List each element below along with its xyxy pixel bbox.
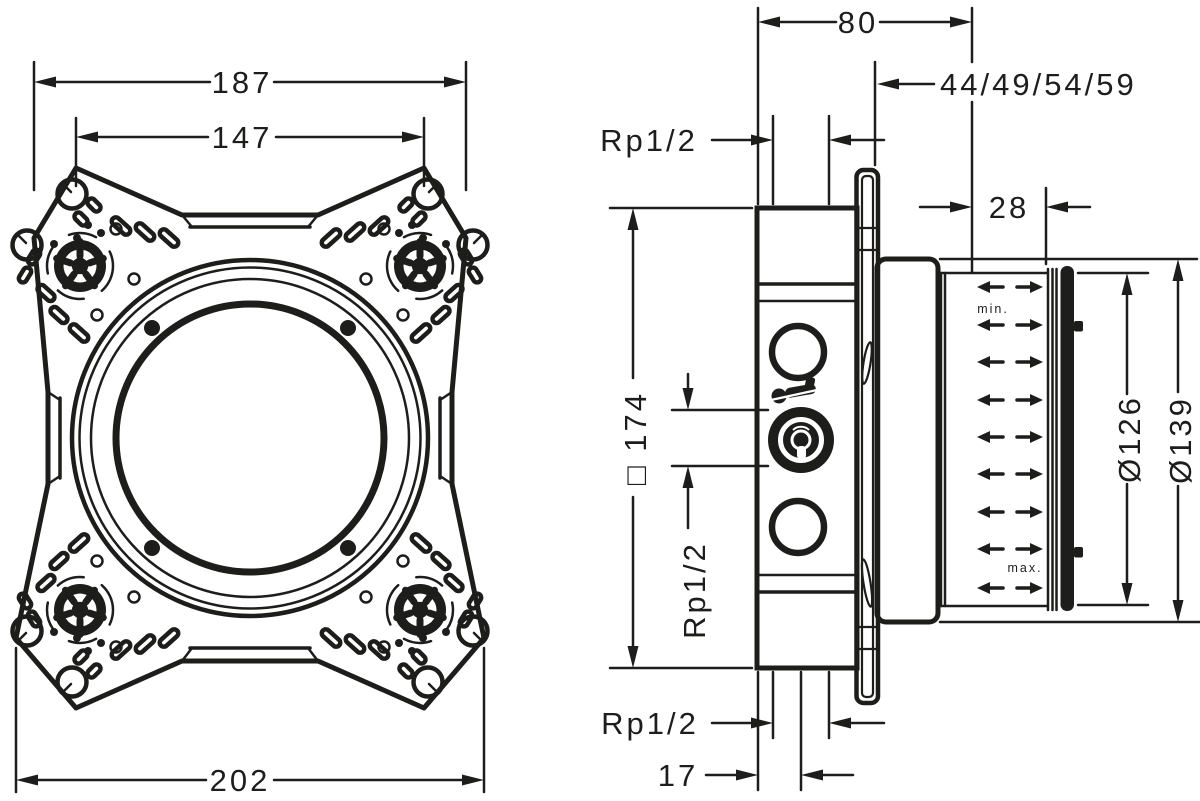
dim-label-depth-variants: 44/49/54/59 <box>940 67 1137 102</box>
side-dim-dia126: Ø126 <box>1076 271 1150 607</box>
min-label: min. <box>977 302 1009 316</box>
dim-label-thread-top: Rp1/2 <box>600 123 698 158</box>
seal-flange <box>1046 266 1083 612</box>
front-dim-147: 147 <box>74 116 426 188</box>
side-dim-thread-side: Rp1/2 <box>670 372 770 639</box>
front-dim-202: 202 <box>14 646 486 798</box>
bottom-port-circle <box>768 497 828 557</box>
side-dim-thread-top: Rp1/2 <box>600 114 886 206</box>
central-opening-rings <box>69 257 431 619</box>
dim-label-174: □ 174 <box>618 391 653 485</box>
dim-label-dia139: Ø139 <box>1163 396 1198 484</box>
side-dim-dia139: Ø139 <box>938 257 1200 624</box>
dim-label-187: 187 <box>212 65 273 100</box>
side-dim-17: 17 <box>658 758 855 793</box>
dim-label-202: 202 <box>210 763 271 798</box>
dim-label-thread-side: Rp1/2 <box>677 541 712 639</box>
side-dim-80: 80 <box>756 5 974 274</box>
mounting-plate-outline <box>13 165 487 711</box>
mounting-plate-section <box>854 167 881 706</box>
top-port-circle <box>768 322 828 382</box>
housing-section <box>874 256 941 625</box>
valve-icon <box>768 376 834 473</box>
max-label: max. <box>1007 561 1042 575</box>
dim-label-thread-bottom: Rp1/2 <box>601 706 699 741</box>
dim-label-28: 28 <box>989 190 1029 225</box>
plaster-zone: min. max. <box>939 271 1049 608</box>
dim-label-dia126: Ø126 <box>1112 395 1147 483</box>
min-arrows <box>977 281 1005 594</box>
side-dim-depth-variants: 44/49/54/59 <box>873 60 1137 167</box>
front-dim-187: 187 <box>32 60 468 192</box>
dim-label-17: 17 <box>658 758 698 793</box>
front-view: 187 147 202 <box>13 60 488 798</box>
side-dim-28: 28 <box>918 186 1092 266</box>
max-arrows <box>1015 281 1043 594</box>
dim-label-80: 80 <box>838 5 878 40</box>
side-view: min. max. 80 44/49/54/ <box>600 5 1200 793</box>
dim-label-147: 147 <box>212 120 273 155</box>
side-dim-thread-bottom: Rp1/2 <box>601 706 886 741</box>
side-dim-174: □ 174 <box>608 206 754 670</box>
bottom-extension-lines <box>756 670 831 792</box>
